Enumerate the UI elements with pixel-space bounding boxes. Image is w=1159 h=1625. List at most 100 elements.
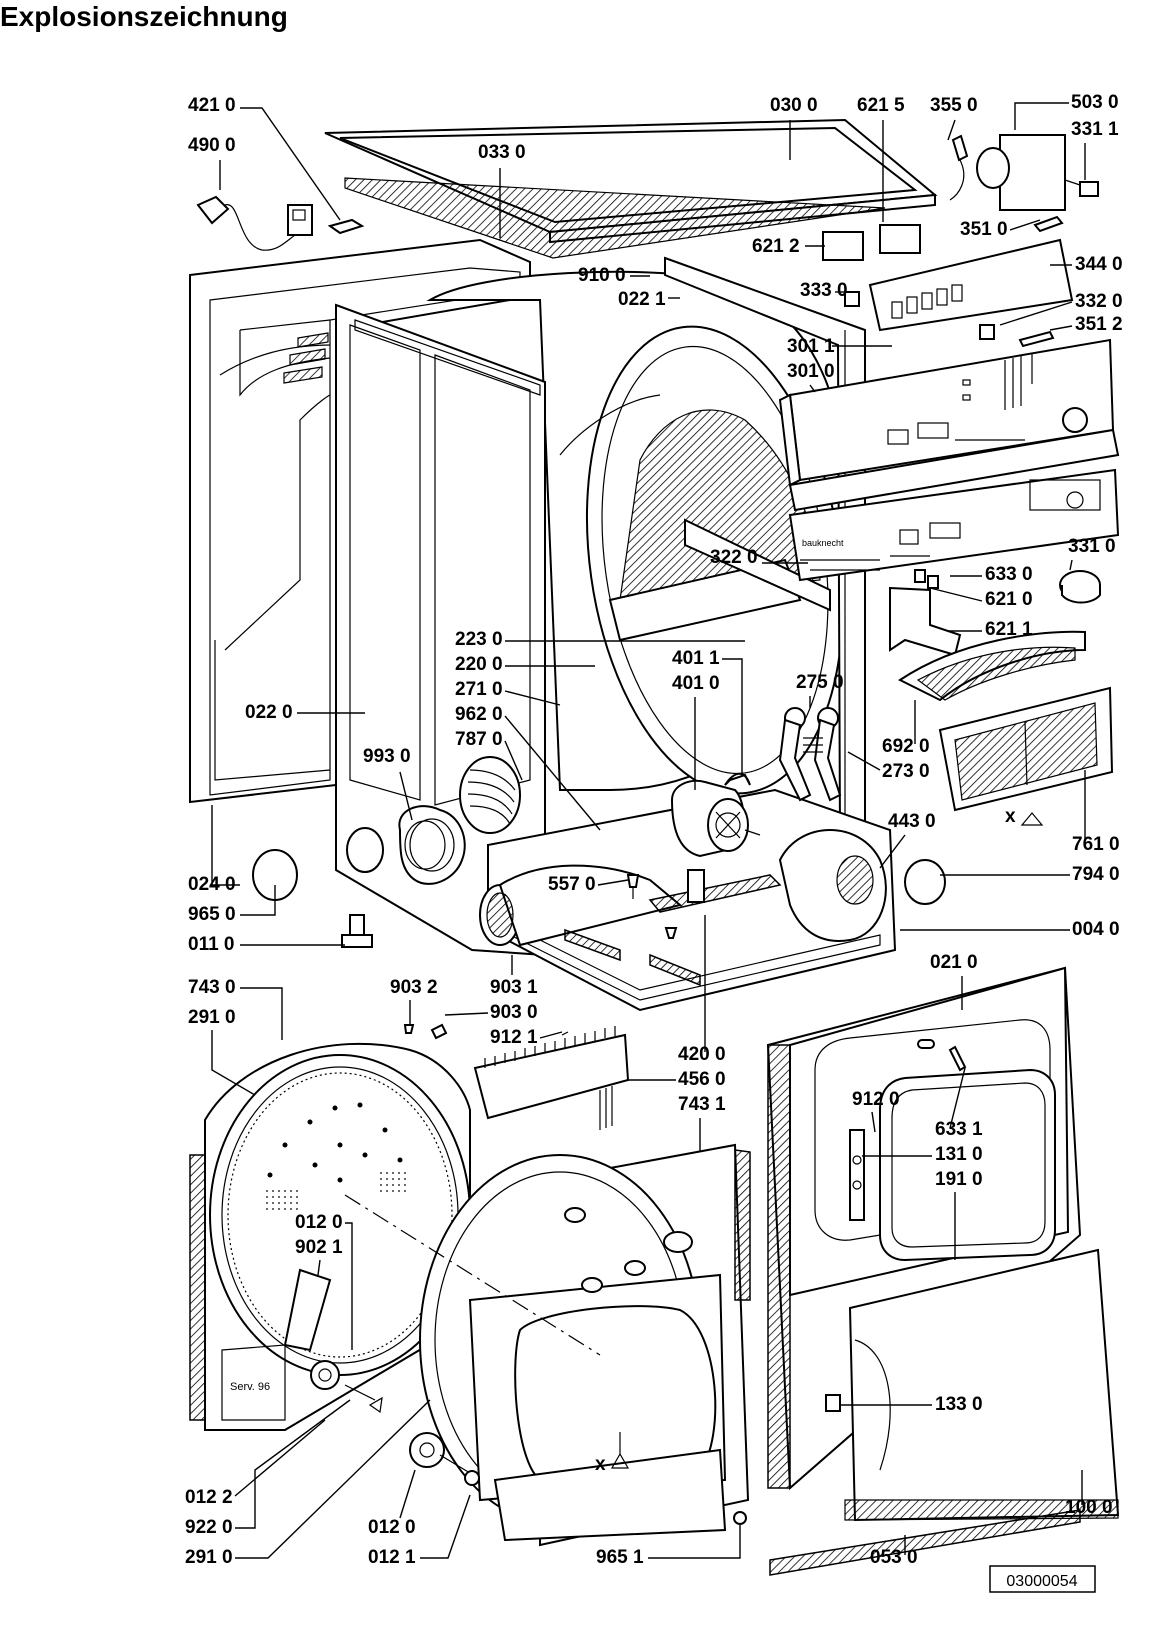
door-switch-assembly bbox=[889, 569, 962, 657]
part-label-p1330: 133 0 bbox=[935, 1394, 983, 1415]
leader-p2910b bbox=[235, 1399, 431, 1559]
part-label-p9032: 903 2 bbox=[390, 977, 438, 998]
part-label-p4210: 421 0 bbox=[188, 95, 236, 116]
part-label-p3310: 331 0 bbox=[1068, 536, 1116, 557]
part-label-p0121: 012 1 bbox=[368, 1547, 416, 1568]
leader-p2710 bbox=[504, 690, 561, 706]
bearing-parts bbox=[409, 1432, 480, 1486]
part-label-p2230: 223 0 bbox=[455, 629, 503, 650]
part-label-p9030: 903 0 bbox=[490, 1002, 538, 1023]
leader-p0120a bbox=[345, 1222, 353, 1350]
svg-text:x: x bbox=[595, 1454, 606, 1475]
part-label-p0220: 022 0 bbox=[245, 702, 293, 723]
leader-p9030 bbox=[444, 1012, 489, 1016]
part-label-p3440: 344 0 bbox=[1075, 254, 1123, 275]
part-label-p9120: 912 0 bbox=[852, 1089, 900, 1110]
leader-p7870 bbox=[504, 740, 523, 781]
leader-p3510 bbox=[1009, 219, 1041, 231]
part-label-p9021: 902 1 bbox=[295, 1237, 343, 1258]
leader-p9650 bbox=[240, 885, 276, 916]
leader-p9220 bbox=[235, 1399, 351, 1529]
leader-p4011 bbox=[722, 658, 743, 775]
selector-knob bbox=[1059, 570, 1101, 604]
part-label-p4900: 490 0 bbox=[188, 135, 236, 156]
part-label-p3510: 351 0 bbox=[960, 219, 1008, 240]
leader-p0240 bbox=[211, 805, 240, 886]
part-label-p4011: 401 1 bbox=[672, 648, 720, 669]
leader-p0122 bbox=[234, 1419, 326, 1497]
switch-modules bbox=[822, 224, 995, 340]
part-label-p9220: 922 0 bbox=[185, 1517, 233, 1538]
drawing-number: 03000054 bbox=[1006, 1573, 1077, 1590]
part-label-p0300: 030 0 bbox=[770, 95, 818, 116]
part-label-p7870: 787 0 bbox=[455, 729, 503, 750]
leader-p5570 bbox=[597, 879, 629, 886]
part-label-p6215: 621 5 bbox=[857, 95, 905, 116]
part-label-p6330: 633 0 bbox=[985, 564, 1033, 585]
part-label-p7431: 743 1 bbox=[678, 1094, 726, 1115]
part-label-p2730: 273 0 bbox=[882, 761, 930, 782]
part-label-p9620: 962 0 bbox=[455, 704, 503, 725]
leader-p2730 bbox=[847, 751, 881, 771]
part-label-p4430: 443 0 bbox=[888, 811, 936, 832]
part-label-p4560: 456 0 bbox=[678, 1069, 726, 1090]
part-label-p3010: 301 0 bbox=[787, 361, 835, 382]
electronics-board bbox=[868, 238, 1074, 332]
leader-lines bbox=[211, 102, 1086, 1559]
part-label-p3311: 331 1 bbox=[1071, 119, 1119, 140]
leader-p3550 bbox=[947, 119, 956, 141]
part-label-p3011: 301 1 bbox=[787, 336, 835, 357]
part-label-p6920: 692 0 bbox=[882, 736, 930, 757]
part-label-p7610: 761 0 bbox=[1072, 834, 1120, 855]
part-label-p0110: 011 0 bbox=[188, 934, 235, 955]
mains-cable bbox=[196, 195, 365, 251]
leader-p6210 bbox=[929, 587, 983, 602]
part-label-p3512: 351 2 bbox=[1075, 314, 1123, 335]
part-label-p2910a: 291 0 bbox=[188, 1007, 236, 1028]
part-label-p2910b: 291 0 bbox=[185, 1547, 233, 1568]
leader-p0120b bbox=[399, 1469, 416, 1519]
part-label-p0240: 024 0 bbox=[188, 874, 236, 895]
part-label-p1310: 131 0 bbox=[935, 1144, 983, 1165]
leader-p9120 bbox=[871, 1111, 876, 1133]
leader-p3010 bbox=[809, 384, 816, 393]
part-label-p3220: 322 0 bbox=[710, 547, 758, 568]
part-label-p9100: 910 0 bbox=[578, 265, 626, 286]
part-label-p4010: 401 0 bbox=[672, 673, 720, 694]
door-assembly bbox=[766, 966, 1120, 1576]
part-label-p3550: 355 0 bbox=[930, 95, 978, 116]
timer-module bbox=[949, 134, 1099, 348]
rear-panel: Serv. 96 bbox=[189, 1042, 471, 1431]
top-cover bbox=[324, 118, 938, 259]
part-label-p0330: 033 0 bbox=[478, 142, 526, 163]
leader-p0121 bbox=[420, 1494, 471, 1559]
leader-p4430 bbox=[879, 834, 906, 869]
leader-p2910a bbox=[211, 1030, 256, 1096]
part-label-p0120a: 012 0 bbox=[295, 1212, 343, 1233]
rear-bulkhead: x bbox=[344, 1143, 751, 1547]
leader-p9651 bbox=[648, 1525, 741, 1559]
small-fasteners bbox=[252, 849, 705, 948]
part-label-p6210: 621 0 bbox=[985, 589, 1033, 610]
part-label-p9930: 993 0 bbox=[363, 746, 411, 767]
part-label-p0040: 004 0 bbox=[1072, 919, 1120, 940]
part-label-p7430: 743 0 bbox=[188, 977, 236, 998]
part-label-p0210: 021 0 bbox=[930, 952, 978, 973]
drum bbox=[426, 270, 846, 795]
part-label-p0530: 053 0 bbox=[870, 1547, 918, 1568]
leader-p5030 bbox=[1014, 102, 1069, 130]
svg-text:x: x bbox=[1005, 806, 1016, 827]
drawing-number-box: 03000054 bbox=[989, 1565, 1096, 1593]
fascia-panel: bauknecht bbox=[788, 468, 1120, 582]
lint-filter: x bbox=[898, 630, 1114, 827]
leader-p9021 bbox=[317, 1259, 321, 1276]
part-label-p6211: 621 1 bbox=[985, 619, 1033, 640]
part-label-p6212: 621 2 bbox=[752, 236, 800, 257]
part-label-p9651: 965 1 bbox=[596, 1547, 644, 1568]
leader-p7430 bbox=[240, 987, 283, 1040]
part-label-p9121: 912 1 bbox=[490, 1027, 538, 1048]
control-panel bbox=[778, 338, 1120, 512]
part-label-p4200: 420 0 bbox=[678, 1044, 726, 1065]
